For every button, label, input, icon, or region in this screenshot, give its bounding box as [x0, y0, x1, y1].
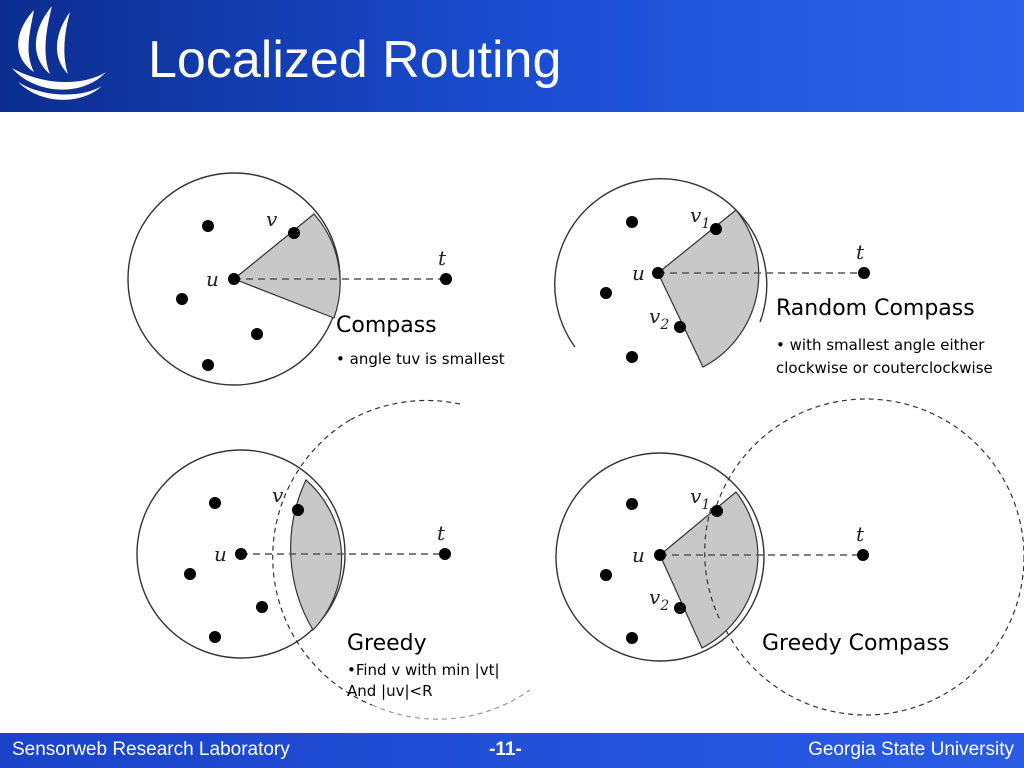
- label-u: u: [206, 267, 219, 291]
- node-u: [228, 273, 240, 285]
- label-v2: v2: [649, 585, 669, 614]
- footer-lab-name: Sensorweb Research Laboratory: [12, 739, 290, 760]
- node: [256, 601, 268, 613]
- random-compass-caption-note-2: clockwise or couterclockwise: [776, 359, 993, 377]
- node-u: [652, 267, 664, 279]
- node-t: [439, 548, 451, 560]
- random-compass-caption-title: Random Compass: [776, 296, 975, 321]
- node: [176, 293, 188, 305]
- random-compass-sector: [657, 209, 760, 368]
- node-v1: [711, 505, 723, 517]
- footer-university: Georgia State University: [808, 739, 1014, 760]
- slide-footer: Sensorweb Research Laboratory -11- Georg…: [0, 733, 1024, 768]
- compass-caption-title: Compass: [336, 313, 437, 338]
- greedy-diagram: v u t: [136, 399, 531, 720]
- random-compass-range-circle: [554, 178, 768, 348]
- greedy-compass-arc-overlay: [704, 507, 721, 621]
- greedy-compass-caption-title: Greedy Compass: [762, 631, 950, 656]
- greedy-target-circle-bottom: [371, 689, 531, 720]
- random-compass-caption-note-1: • with smallest angle either: [776, 336, 985, 354]
- label-t: t: [856, 240, 865, 264]
- node: [209, 497, 221, 509]
- greedy-target-circle-left: [272, 419, 373, 706]
- greedy-target-circle-top: [349, 399, 461, 421]
- greedy-range-circle: [136, 449, 346, 659]
- label-t: t: [437, 521, 446, 545]
- label-u: u: [214, 542, 227, 566]
- slide-header: Localized Routing: [0, 0, 1024, 112]
- node-t: [858, 267, 870, 279]
- node: [600, 287, 612, 299]
- node-v: [292, 504, 304, 516]
- greedy-intersection-lens: [290, 479, 343, 631]
- greedy-caption-title: Greedy: [347, 631, 427, 656]
- footer-page-number: -11-: [489, 739, 522, 760]
- label-t: t: [856, 522, 865, 546]
- compass-caption-note: • angle tuv is smallest: [336, 350, 505, 368]
- compass-sector: [232, 213, 341, 319]
- node-v2: [674, 602, 686, 614]
- node: [626, 632, 638, 644]
- node-u: [654, 549, 666, 561]
- greedy-compass-diagram: v1 v2 u t: [555, 398, 1024, 716]
- node-t: [440, 273, 452, 285]
- label-v: v: [266, 207, 278, 231]
- label-v1: v1: [690, 203, 710, 232]
- node-u: [235, 548, 247, 560]
- node: [202, 359, 214, 371]
- node: [184, 568, 196, 580]
- label-u: u: [632, 261, 645, 285]
- node-t: [857, 549, 869, 561]
- random-compass-diagram: v1 v2 u t: [554, 178, 870, 368]
- label-u: u: [632, 543, 645, 567]
- node: [626, 216, 638, 228]
- greedy-caption-note-1: •Find v with min |vt|: [347, 661, 500, 679]
- node-v: [288, 227, 300, 239]
- node: [600, 569, 612, 581]
- label-v2: v2: [649, 304, 669, 333]
- greedy-caption-note-2: And |uv|<R: [347, 682, 433, 700]
- flame-logo-icon: [12, 6, 106, 100]
- greedy-compass-range-circle: [555, 452, 765, 662]
- node: [626, 498, 638, 510]
- slide-title: Localized Routing: [148, 31, 562, 89]
- compass-diagram: v u t: [127, 172, 452, 386]
- label-v1: v1: [690, 484, 710, 513]
- greedy-compass-sector: [659, 491, 759, 649]
- node-v1: [710, 223, 722, 235]
- node-v2: [674, 321, 686, 333]
- node: [626, 351, 638, 363]
- node: [251, 328, 263, 340]
- node: [209, 631, 221, 643]
- node: [202, 220, 214, 232]
- label-t: t: [438, 246, 447, 270]
- label-v: v: [272, 483, 284, 507]
